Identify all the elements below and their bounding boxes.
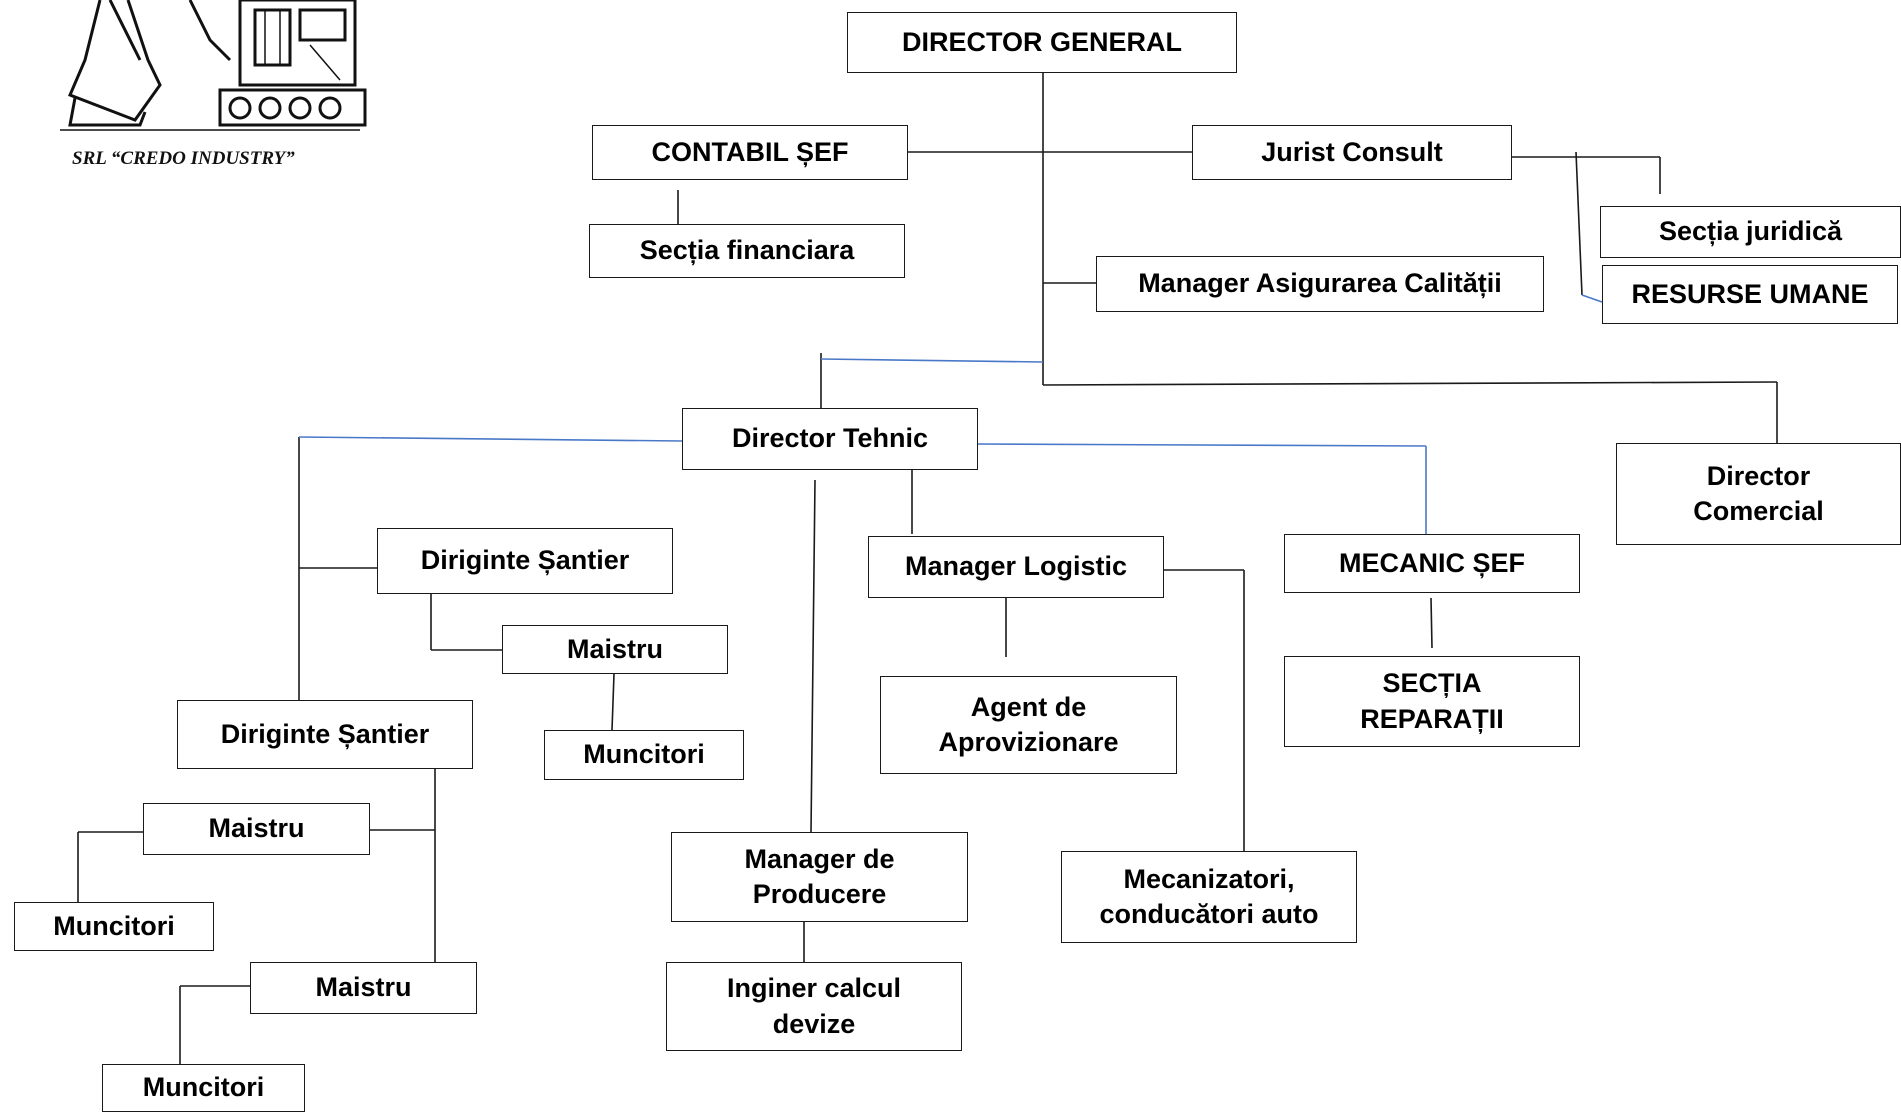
box-diriginte-santier-2: Diriginte Șantier xyxy=(177,700,473,769)
box-inginer-calcul-devize: Inginer calcul devize xyxy=(666,962,962,1051)
box-muncitori-1: Muncitori xyxy=(544,730,744,780)
box-manager-asigurarea-calitatii: Manager Asigurarea Calității xyxy=(1096,256,1544,312)
box-director-general: DIRECTOR GENERAL xyxy=(847,12,1237,73)
box-director-comercial: Director Comercial xyxy=(1616,443,1901,545)
box-muncitori-2: Muncitori xyxy=(14,902,214,951)
box-muncitori-3: Muncitori xyxy=(102,1064,305,1112)
connector-resurse-blue xyxy=(1581,294,1603,303)
box-sectia-juridica: Secția juridică xyxy=(1600,206,1901,258)
connector-tehnic-blue-right xyxy=(976,443,1427,447)
box-maistru-3: Maistru xyxy=(250,962,477,1014)
company-logo: SRL “CREDO INDUSTRY” xyxy=(30,0,375,180)
connector-tehnic-blue-top xyxy=(820,358,1044,363)
box-mecanic-sef: MECANIC ȘEF xyxy=(1284,534,1580,593)
box-jurist-consult: Jurist Consult xyxy=(1192,125,1512,180)
box-manager-logistic: Manager Logistic xyxy=(868,536,1164,598)
box-manager-producere: Manager de Producere xyxy=(671,832,968,922)
connector-reparatii xyxy=(1430,597,1433,649)
box-diriginte-santier-1: Diriginte Șantier xyxy=(377,528,673,594)
box-maistru-2: Maistru xyxy=(143,803,370,855)
logo-caption: SRL “CREDO INDUSTRY” xyxy=(72,148,295,169)
box-maistru-1: Maistru xyxy=(502,625,728,674)
box-sectia-reparatii: SECȚIA REPARAȚII xyxy=(1284,656,1580,747)
box-agent-aprovizionare: Agent de Aprovizionare xyxy=(880,676,1177,774)
connector-jurist-resurse xyxy=(1575,151,1583,296)
box-sectia-financiara: Secția financiara xyxy=(589,224,905,278)
connector-tehnic-blue-left xyxy=(298,436,683,442)
connector-comercial-h xyxy=(1042,381,1778,386)
box-mecanizatori: Mecanizatori, conducători auto xyxy=(1061,851,1357,943)
box-director-tehnic: Director Tehnic xyxy=(682,408,978,470)
connector-maistru1-muncitori xyxy=(611,673,615,731)
box-contabil-sef: CONTABIL ȘEF xyxy=(592,125,908,180)
box-resurse-umane: RESURSE UMANE xyxy=(1602,265,1898,324)
connector-producere xyxy=(810,479,816,833)
excavator-icon xyxy=(60,0,367,131)
